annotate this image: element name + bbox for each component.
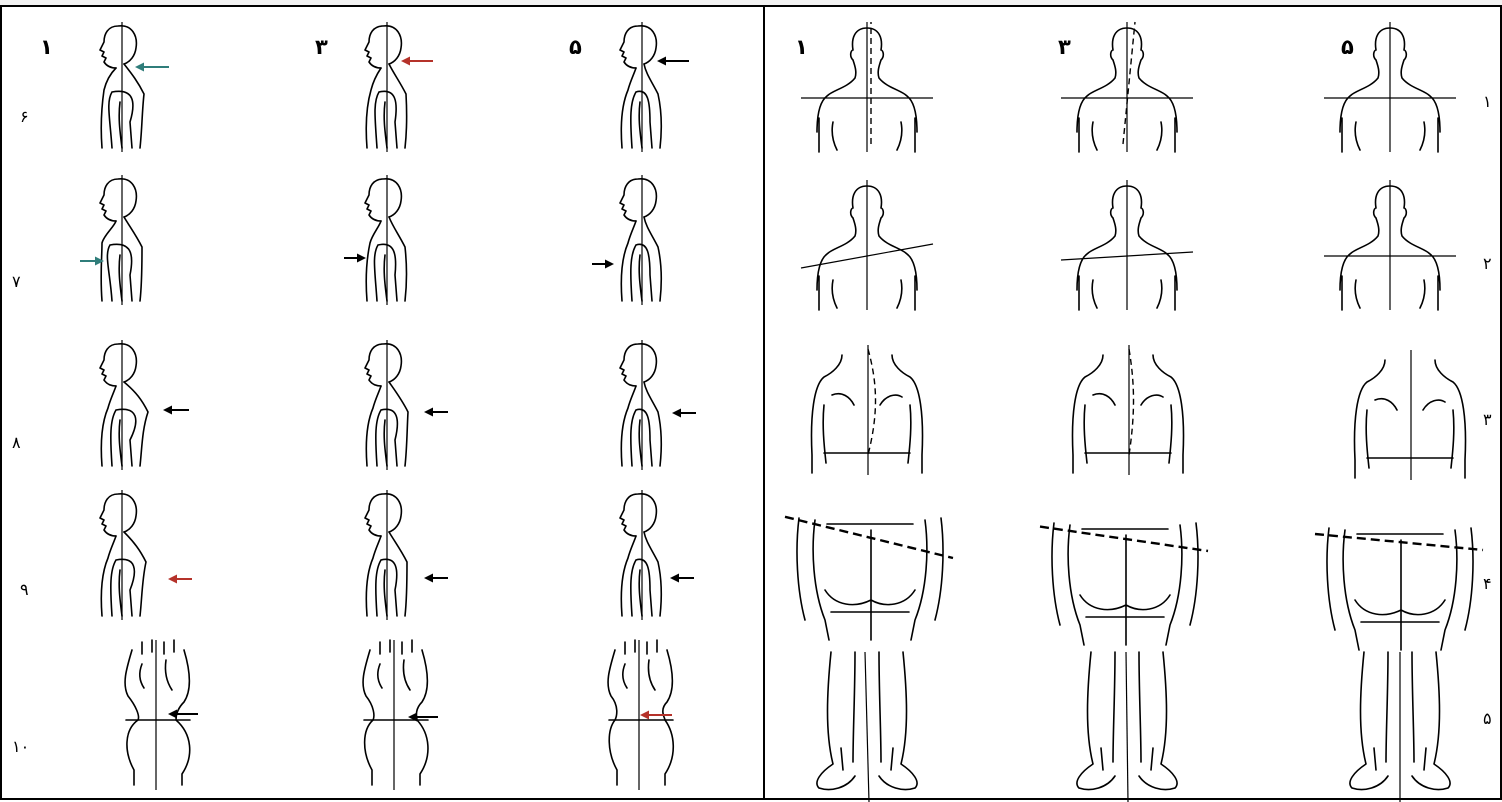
side-figure-row1-col3 [600,22,680,152]
left-row-label-7: ۷ [12,274,21,290]
posture-arrow-r3c1 [163,404,193,416]
side-figure-row2-col1 [80,175,160,305]
legs-col3 [1057,652,1197,802]
back-shoulders-row2-col5 [1320,180,1460,310]
pelvis-col3 [1040,515,1210,655]
posture-arrow-r4c5 [670,572,698,584]
posture-arrow-r5c1 [168,708,202,720]
side-figure-row3-col3 [600,340,680,470]
back-shoulders-row2-col1 [797,180,937,310]
right-row-label-2: ۲ [1483,256,1492,272]
posture-arrow-r2c3 [344,252,370,264]
side-figure-row2-col3 [600,175,680,305]
back-trunk-col5 [1345,350,1475,480]
left-row-label-8: ۸ [12,435,21,451]
right-row-label-5: ۵ [1483,711,1492,727]
legs-col1 [797,652,937,802]
left-row-label-9: ۹ [20,582,29,598]
posture-arrow-r5c5 [640,709,676,721]
left-row-label-6: ۶ [20,109,29,125]
posture-arrow-r2c5 [592,258,618,270]
side-figure-row3-col1 [80,340,160,470]
posture-arrow-r1c1 [135,61,173,73]
back-trunk-col1 [802,345,932,475]
posture-arrow-r1c5 [657,55,693,67]
side-figure-row4-col3 [600,490,680,620]
side-figure-row1-col2 [345,22,425,152]
left-column-label-1: ۱ [40,37,53,58]
back-shoulders-row1-col1 [797,22,937,152]
pelvis-col5 [1315,520,1485,660]
back-trunk-col3 [1063,345,1193,475]
posture-arrow-r5c3 [408,711,442,723]
top-border-strip [0,0,1502,7]
left-column-label-5: ۵ [569,37,582,58]
right-row-label-3: ۳ [1483,412,1492,428]
side-figure-row1-col1 [80,22,160,152]
side-figure-row2-col2 [345,175,425,305]
left-row-label-10: ۱۰ [12,739,29,755]
posture-arrow-r2c1 [80,255,108,267]
side-figure-row4-col1 [80,490,160,620]
posture-arrow-r4c3 [424,572,452,584]
back-shoulders-row2-col3 [1057,180,1197,310]
posture-arrow-r3c3 [424,406,452,418]
pelvis-col1 [785,510,955,650]
left-column-label-3: ۳ [315,37,328,58]
legs-col5 [1330,652,1470,802]
posture-arrow-r4c1 [168,573,196,585]
side-figure-row4-col2 [345,490,425,620]
back-shoulders-row1-col5 [1320,22,1460,152]
back-shoulders-row1-col3 [1057,22,1197,152]
side-figure-row3-col2 [345,340,425,470]
posture-arrow-r3c5 [672,407,700,419]
right-row-label-1: ۱ [1483,94,1492,110]
posture-arrow-r1c3 [401,55,437,67]
